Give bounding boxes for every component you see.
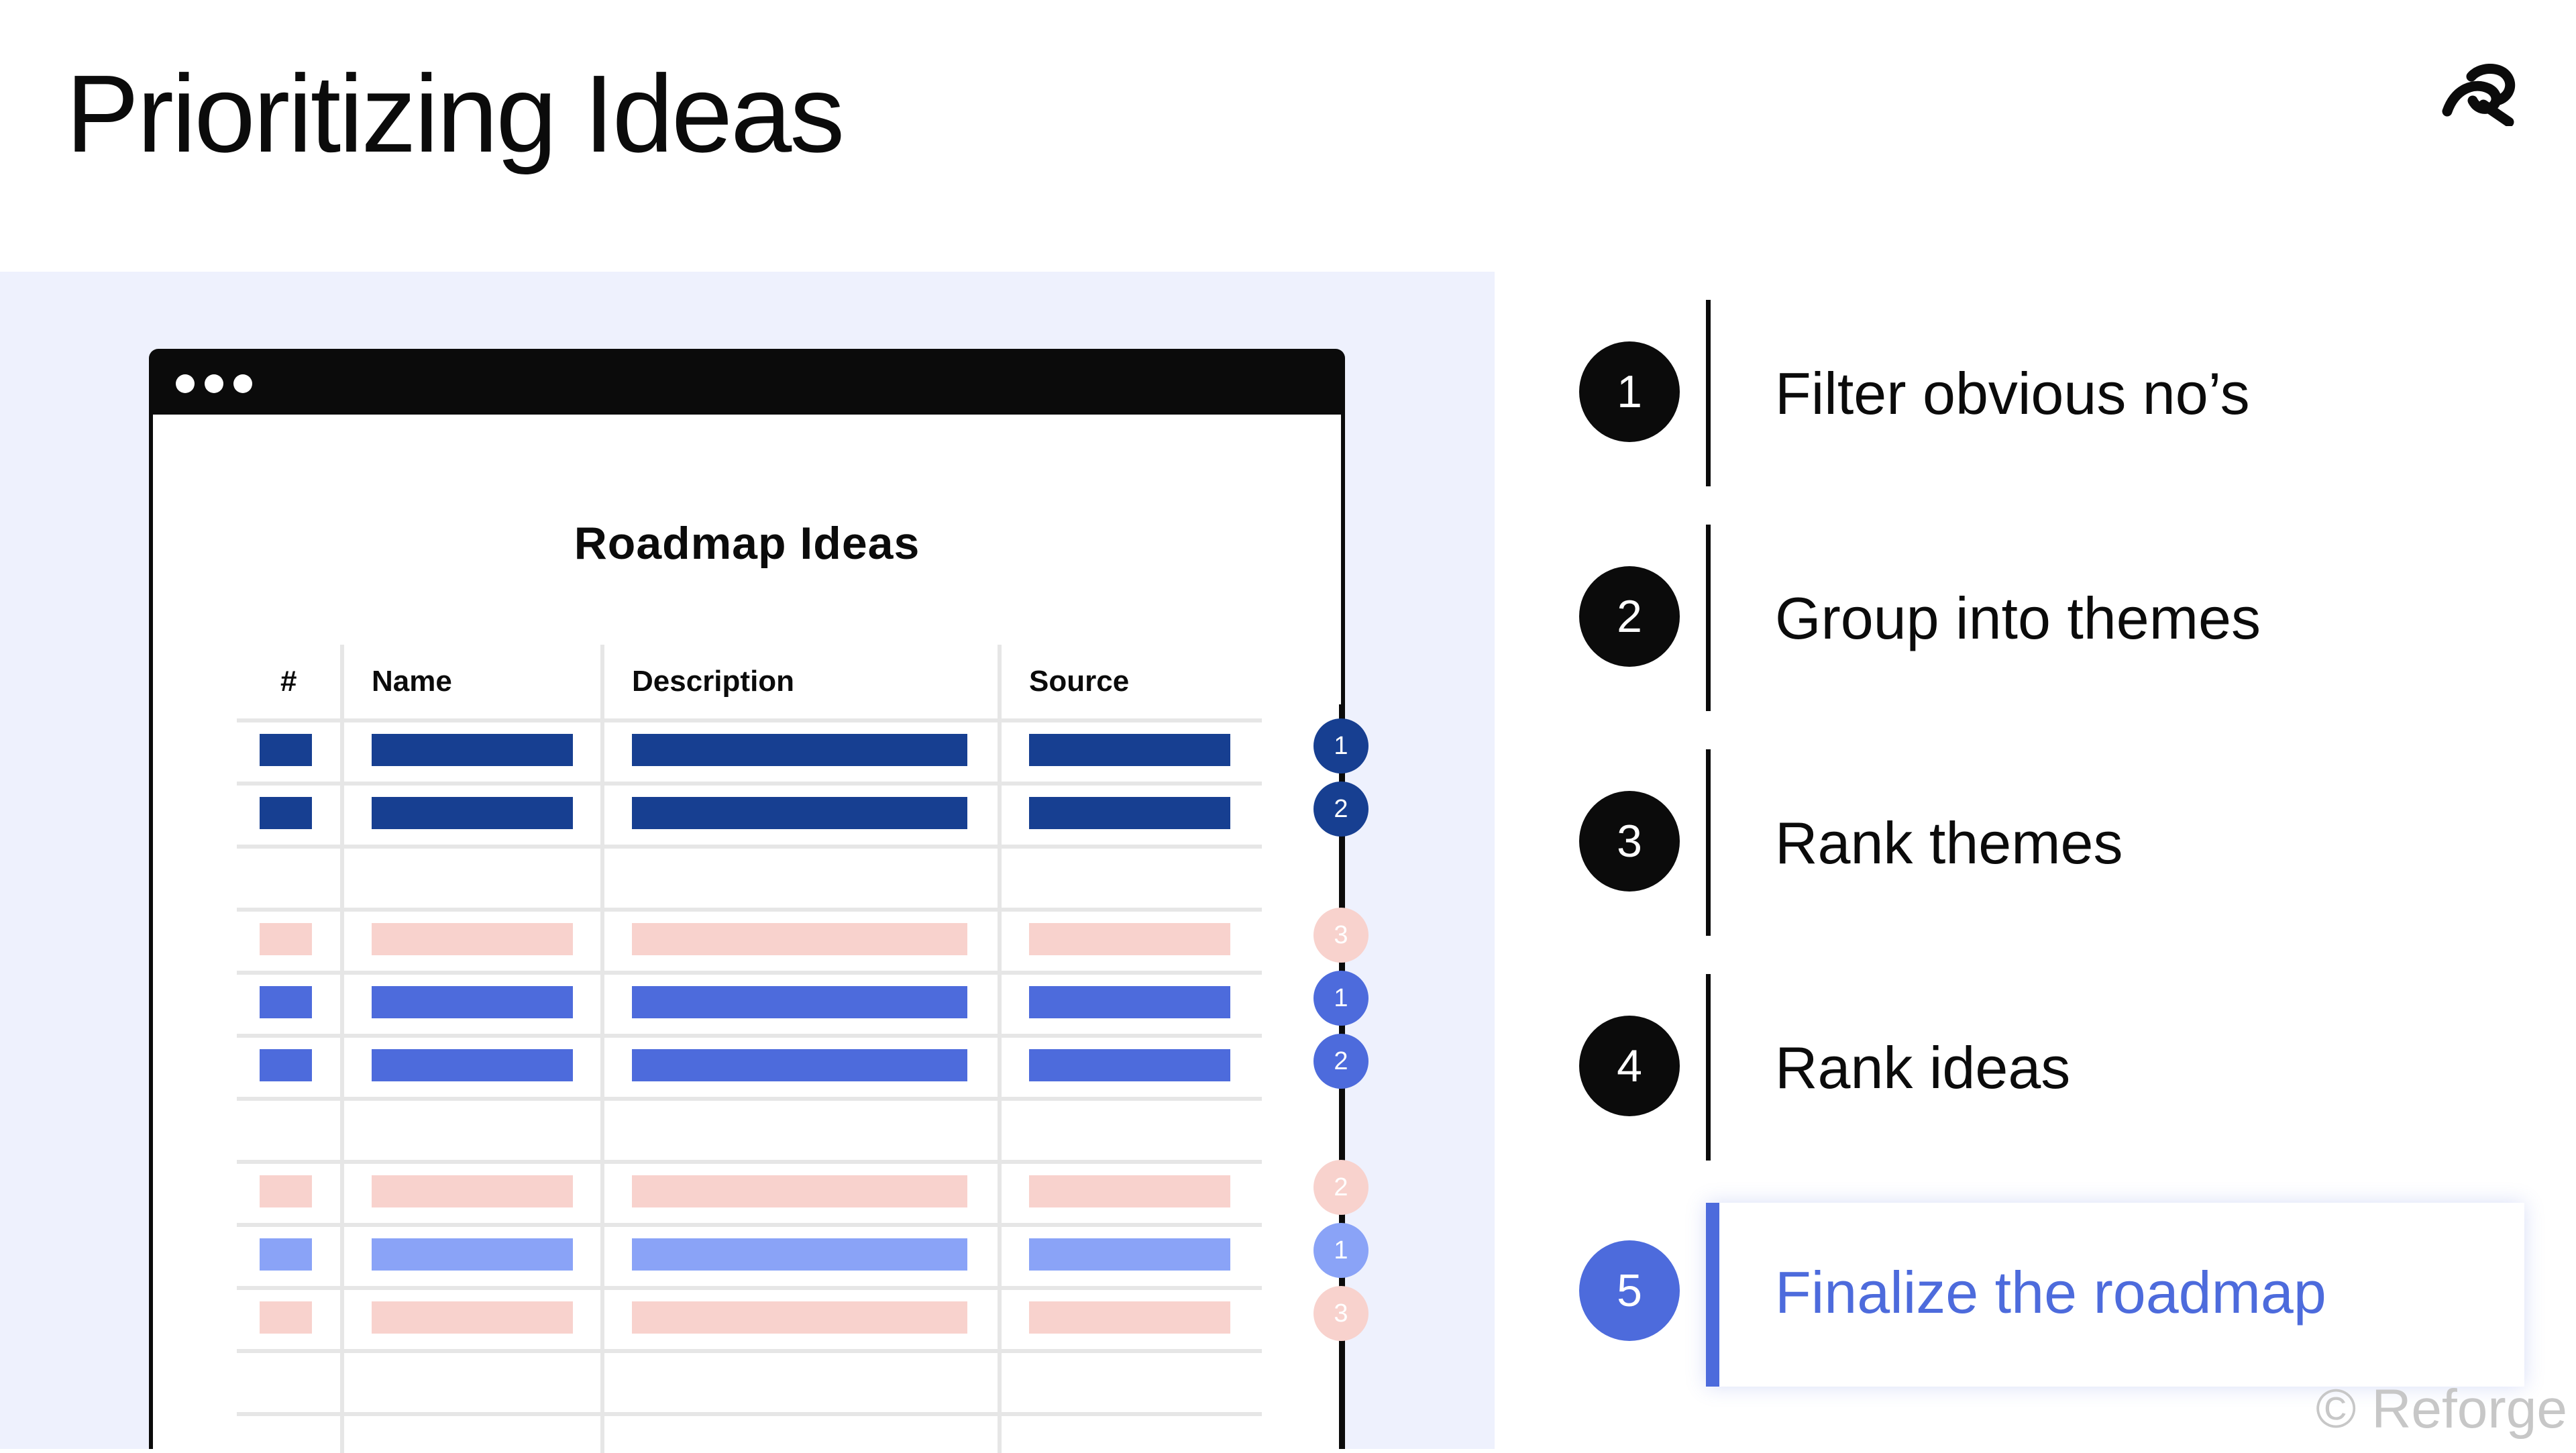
row-divider [237, 1223, 1262, 1227]
placeholder-cell-description [632, 1049, 967, 1081]
row-divider [237, 718, 1262, 722]
step-label: Rank themes [1775, 810, 2123, 876]
column-divider [998, 645, 1002, 1453]
step-label: Finalize the roadmap [1775, 1259, 2326, 1326]
active-step-card [1706, 1203, 2524, 1387]
reforge-logo-icon [2442, 63, 2516, 126]
step-label: Group into themes [1775, 585, 2261, 651]
copyright-text: © Reforge [2316, 1379, 2567, 1440]
rank-badge: 1 [1313, 1223, 1368, 1278]
rank-badge: 2 [1313, 1034, 1368, 1089]
row-divider [237, 1286, 1262, 1290]
roadmap-window: Roadmap Ideas # Name Description Source [149, 349, 1345, 1453]
row-divider [237, 1160, 1262, 1164]
placeholder-cell-description [632, 797, 967, 829]
roadmap-title: Roadmap Ideas [574, 518, 920, 569]
placeholder-cell-number [260, 986, 312, 1018]
placeholder-cell-source [1029, 986, 1230, 1018]
placeholder-cell-source [1029, 734, 1230, 766]
placeholder-cell-source [1029, 923, 1230, 955]
window-dot-icon [233, 374, 252, 393]
placeholder-cell-source [1029, 1049, 1230, 1081]
placeholder-cell-source [1029, 797, 1230, 829]
placeholder-cell-name [372, 986, 573, 1018]
row-divider [237, 1349, 1262, 1353]
window-dot-icon [176, 374, 195, 393]
rank-badge: 3 [1313, 1286, 1368, 1341]
placeholder-cell-number [260, 797, 312, 829]
step-number-badge: 3 [1579, 791, 1680, 892]
placeholder-cell-number [260, 1301, 312, 1334]
rank-badge: 2 [1313, 782, 1368, 837]
column-header-name: Name [372, 665, 452, 698]
placeholder-cell-number [260, 1049, 312, 1081]
step-label: Rank ideas [1775, 1034, 2071, 1101]
rank-badge: 1 [1313, 718, 1368, 773]
placeholder-cell-number [260, 923, 312, 955]
placeholder-cell-name [372, 1049, 573, 1081]
step-divider [1706, 525, 1711, 711]
placeholder-cell-source [1029, 1175, 1230, 1207]
placeholder-cell-name [372, 1301, 573, 1334]
window-dot-icon [205, 374, 223, 393]
placeholder-cell-name [372, 734, 573, 766]
step-number-badge: 5 [1579, 1240, 1680, 1341]
rank-badge: 1 [1313, 971, 1368, 1026]
column-header-number: # [280, 665, 297, 698]
rank-badge: 2 [1313, 1160, 1368, 1215]
row-divider [237, 908, 1262, 912]
placeholder-cell-description [632, 734, 967, 766]
step-label: Filter obvious no’s [1775, 360, 2250, 427]
placeholder-cell-number [260, 1238, 312, 1271]
rank-badge: 3 [1313, 908, 1368, 963]
window-title-bar [153, 353, 1341, 415]
placeholder-cell-description [632, 923, 967, 955]
placeholder-cell-name [372, 797, 573, 829]
placeholder-cell-name [372, 1175, 573, 1207]
slide-title: Prioritizing Ideas [66, 52, 845, 175]
placeholder-cell-description [632, 1301, 967, 1334]
step-divider [1706, 300, 1711, 486]
placeholder-cell-description [632, 1175, 967, 1207]
placeholder-cell-source [1029, 1238, 1230, 1271]
placeholder-cell-name [372, 1238, 573, 1271]
placeholder-cell-number [260, 734, 312, 766]
row-divider [237, 971, 1262, 975]
column-divider [340, 645, 344, 1453]
row-divider [237, 1034, 1262, 1038]
step-number-badge: 4 [1579, 1016, 1680, 1116]
placeholder-cell-name [372, 923, 573, 955]
row-divider [237, 782, 1262, 786]
column-header-description: Description [632, 665, 795, 698]
placeholder-cell-description [632, 986, 967, 1018]
step-divider [1706, 974, 1711, 1161]
column-divider [600, 645, 604, 1453]
step-number-badge: 2 [1579, 566, 1680, 667]
row-divider [237, 845, 1262, 849]
placeholder-cell-description [632, 1238, 967, 1271]
step-divider [1706, 749, 1711, 936]
step-number-badge: 1 [1579, 341, 1680, 442]
placeholder-cell-source [1029, 1301, 1230, 1334]
placeholder-cell-number [260, 1175, 312, 1207]
column-header-source: Source [1029, 665, 1130, 698]
row-divider [237, 1412, 1262, 1416]
row-divider [237, 1097, 1262, 1101]
